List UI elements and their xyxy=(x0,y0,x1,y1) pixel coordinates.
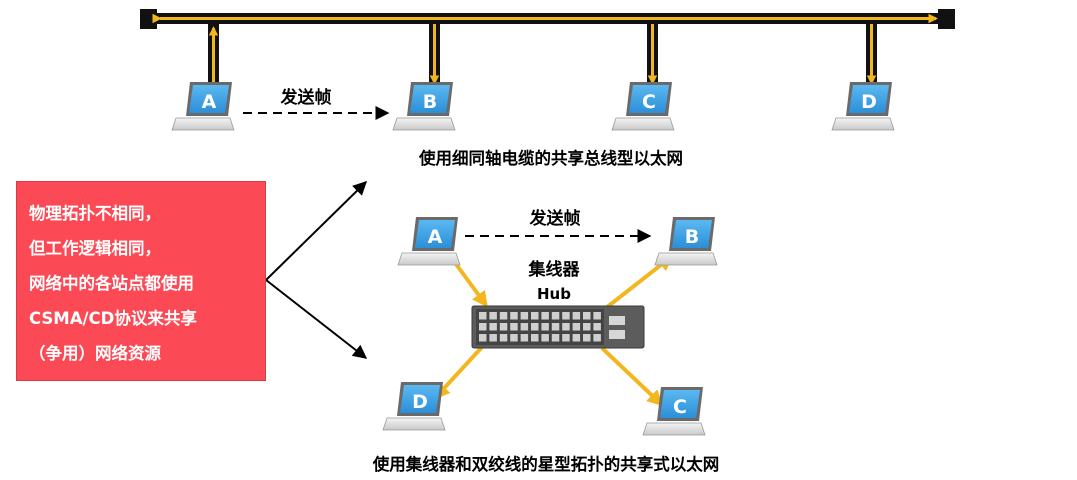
hub-port xyxy=(562,334,570,342)
node-label-c: C xyxy=(642,91,656,113)
hub-port xyxy=(531,334,539,342)
hub-port xyxy=(572,323,581,331)
hub-port xyxy=(551,323,560,331)
hub-port xyxy=(583,323,591,331)
hub-port xyxy=(551,312,560,320)
hub-port xyxy=(583,334,591,342)
callout-box: 物理拓扑不相同， 但工作逻辑相同， 网络中的各站点都使用 CSMA/CD协议来共… xyxy=(16,181,266,381)
hub-port xyxy=(541,323,549,331)
bus-cable xyxy=(140,9,955,29)
send-frame-label-bottom: 发送帧 xyxy=(529,208,581,229)
hub-port xyxy=(510,312,518,320)
node-label-b: B xyxy=(685,226,699,248)
node-label-c: C xyxy=(673,396,687,418)
hub-port xyxy=(531,312,539,320)
callout-line: 但工作逻辑相同， xyxy=(29,239,161,258)
callout-line: 网络中的各站点都使用 xyxy=(29,274,194,293)
hub-port xyxy=(541,312,549,320)
hub-port xyxy=(520,334,529,342)
node-label-b: B xyxy=(423,91,437,113)
laptop-b-bottom: B xyxy=(654,217,718,266)
bus-caption: 使用细同轴电缆的共享总线型以太网 xyxy=(418,148,683,168)
hub-port xyxy=(499,312,508,320)
laptop-b-top: B xyxy=(392,82,456,131)
hub-port xyxy=(510,323,518,331)
hub-port xyxy=(479,312,487,320)
node-label-a: A xyxy=(428,226,443,248)
laptop-c-bottom: C xyxy=(642,387,706,436)
hub-port xyxy=(510,334,518,342)
bus-taps xyxy=(208,22,877,92)
callout-line: 物理拓扑不相同， xyxy=(29,204,161,223)
hub-port xyxy=(479,334,487,342)
star-links xyxy=(433,255,674,407)
laptop-a-top: A xyxy=(171,82,235,131)
node-label-d: D xyxy=(412,391,428,413)
hub-port xyxy=(572,334,581,342)
hub-label: 集线器 xyxy=(528,259,581,280)
hub-port xyxy=(541,334,549,342)
laptop-c-top: C xyxy=(611,82,675,131)
hub-port xyxy=(489,323,497,331)
hub-port xyxy=(551,334,560,342)
hub-port xyxy=(562,312,570,320)
hub-port xyxy=(499,323,508,331)
hub-port xyxy=(583,312,591,320)
hub-port xyxy=(562,323,570,331)
laptop-a-bottom: A xyxy=(397,217,461,266)
hub-port xyxy=(593,323,601,331)
hub-port xyxy=(479,323,487,331)
hub-port xyxy=(572,312,581,320)
callout-connectors xyxy=(265,181,368,359)
hub-sublabel: Hub xyxy=(537,285,571,303)
callout-line: CSMA/CD协议来共享 xyxy=(29,309,197,328)
laptop-d-bottom: D xyxy=(382,382,446,431)
star-caption: 使用集线器和双绞线的星型拓扑的共享式以太网 xyxy=(372,454,720,474)
callout-line: （争用）网络资源 xyxy=(29,344,161,363)
hub-device xyxy=(471,305,645,349)
hub-port xyxy=(531,323,539,331)
laptop-d-top: D xyxy=(831,82,895,131)
hub-port xyxy=(593,312,601,320)
hub-port xyxy=(520,323,529,331)
hub-port xyxy=(499,334,508,342)
node-label-a: A xyxy=(202,91,217,113)
hub-port xyxy=(593,334,601,342)
hub-port xyxy=(489,334,497,342)
hub-port xyxy=(489,312,497,320)
send-frame-label-top: 发送帧 xyxy=(280,87,332,108)
hub-port xyxy=(520,312,529,320)
node-label-d: D xyxy=(861,91,877,113)
